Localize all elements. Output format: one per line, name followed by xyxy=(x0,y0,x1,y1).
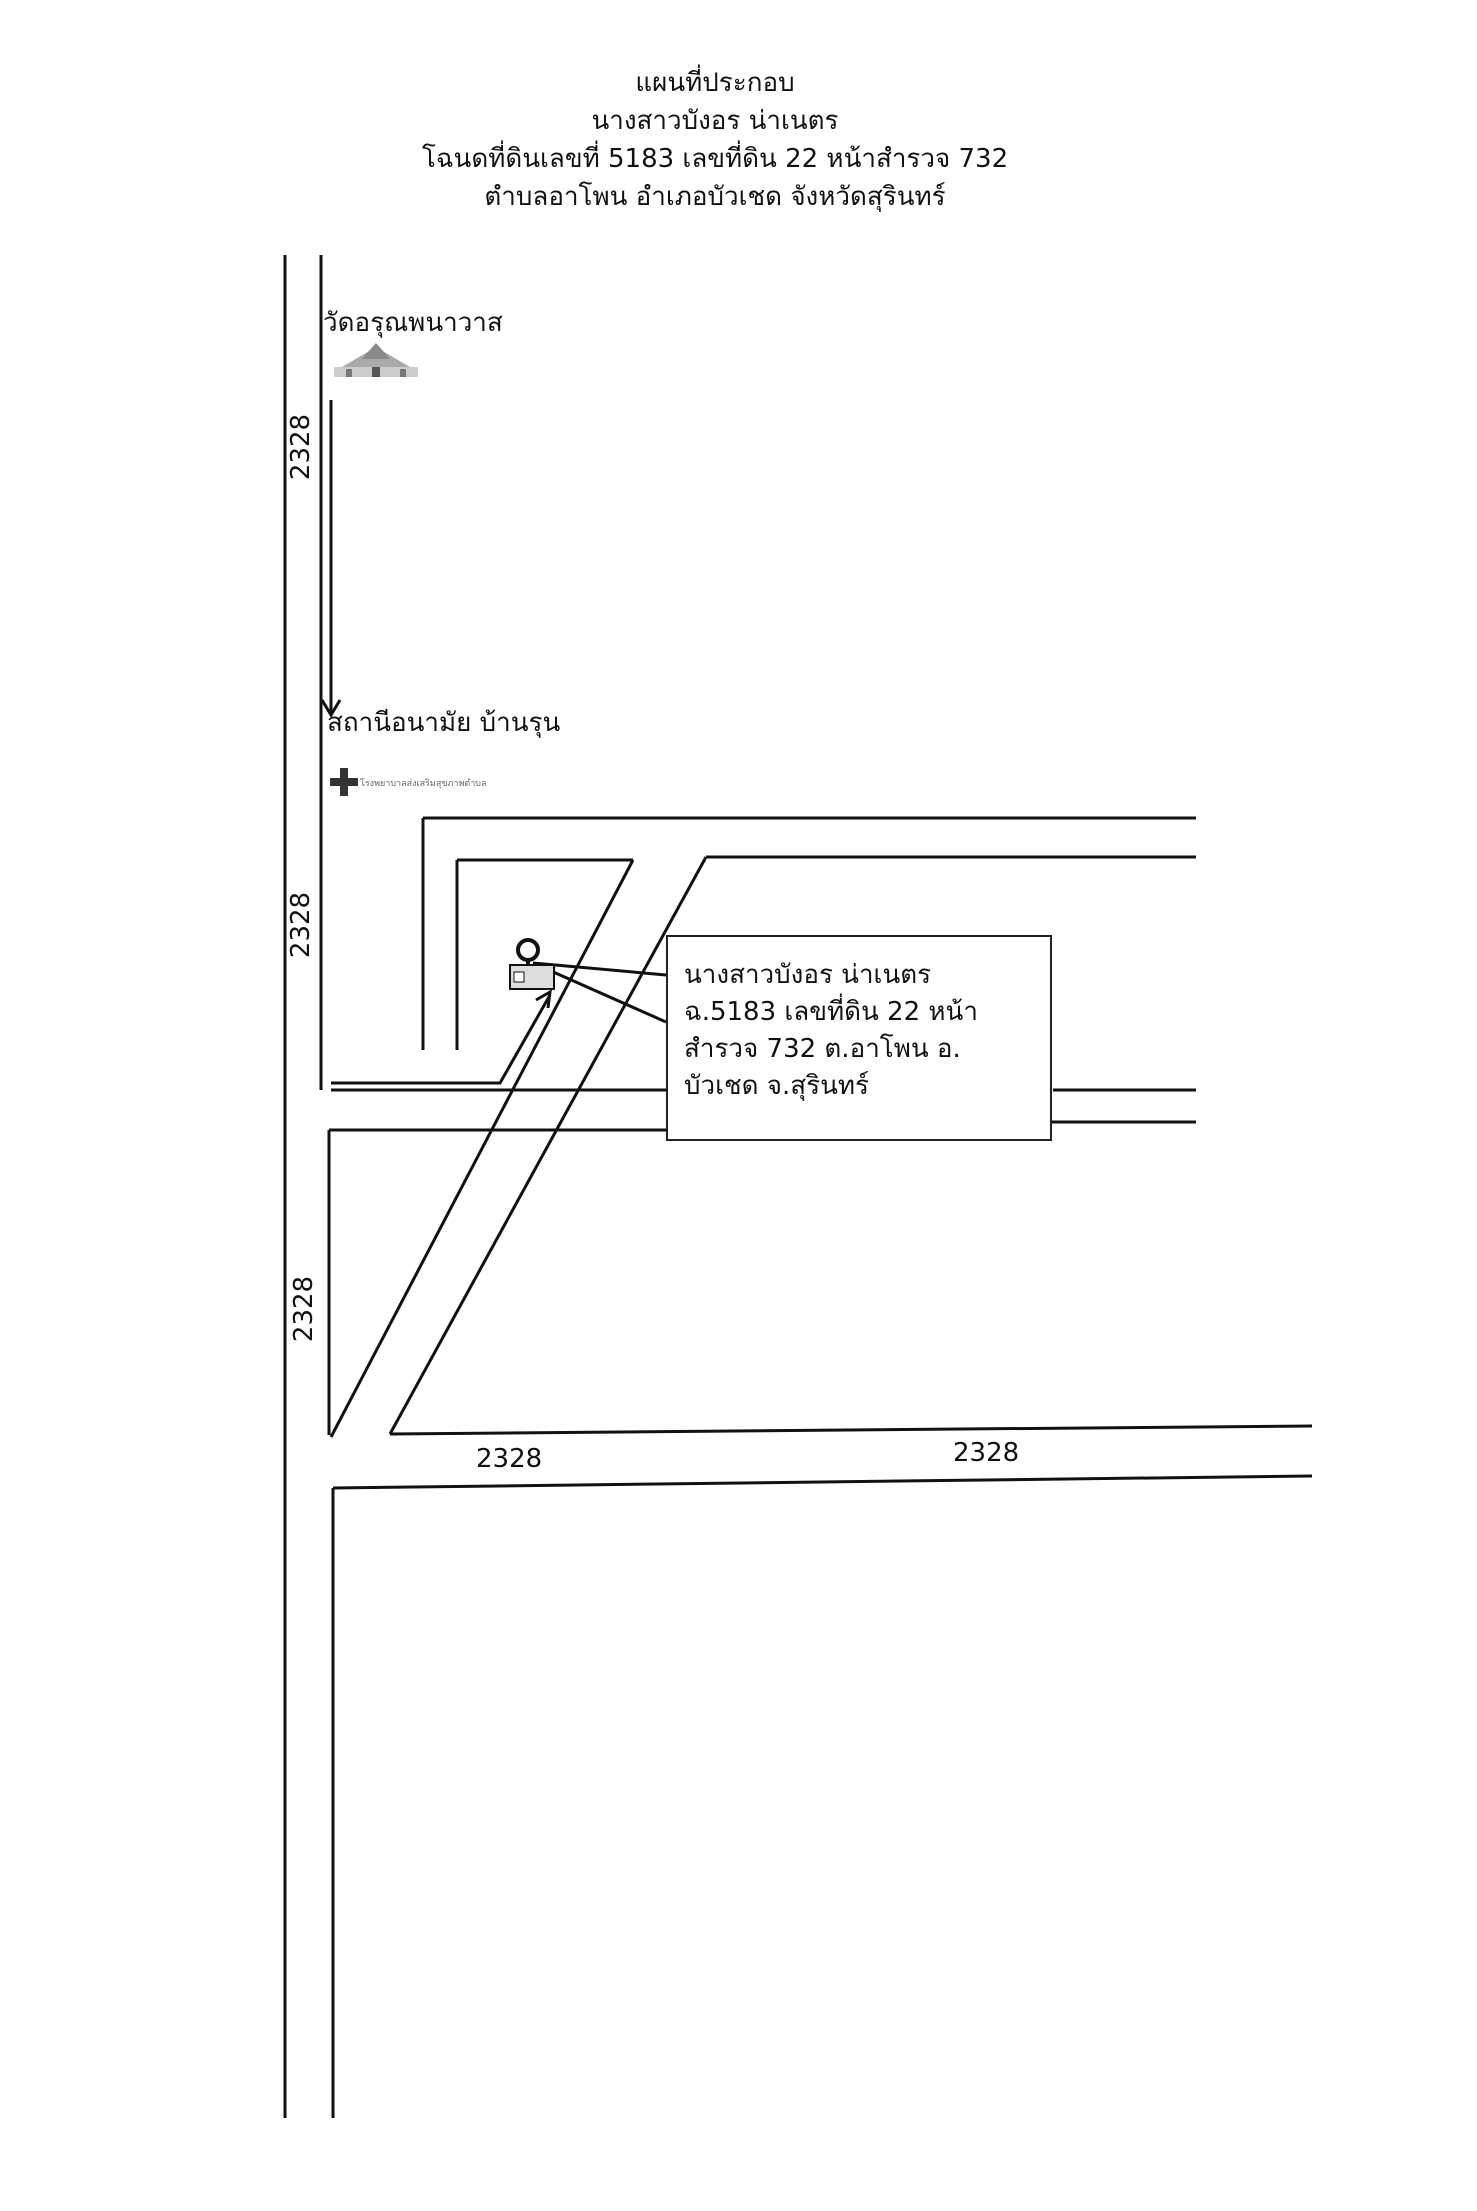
lower-road-bottom-edge xyxy=(332,1474,1313,1490)
health-station-label: สถานีอนามัย บ้านรุน xyxy=(327,708,561,738)
callout-line-3: สำรวจ 732 ต.อาโพน อ. xyxy=(684,1034,961,1064)
title-line-2: นางสาวบังอร น่าเนตร xyxy=(591,106,839,136)
title-line-1: แผนที่ประกอบ xyxy=(635,68,795,98)
lower-road-top-edge xyxy=(389,1424,1313,1436)
diagonal-road-right-edge xyxy=(388,856,708,1435)
temple-path-arrow xyxy=(320,699,342,718)
leader-line-2 xyxy=(532,961,667,1024)
access-path xyxy=(331,994,552,1085)
health-station-icon: โรงพยาบาลส่งเสริมสุขภาพตำบล xyxy=(330,768,487,800)
leader-line-1 xyxy=(532,961,667,977)
temple-label: วัดอรุณพนาวาส xyxy=(323,308,503,338)
road-label-horizontal-1: 2328 xyxy=(476,1444,543,1474)
access-path-arrow xyxy=(535,989,552,1009)
title-line-3: โฉนดที่ดินเลขที่ 5183 เลขที่ดิน 22 หน้าส… xyxy=(421,144,1009,174)
diagonal-road-left-edge xyxy=(329,859,635,1438)
road-label-horizontal-2: 2328 xyxy=(953,1438,1020,1468)
road-label-vertical-1: 2328 xyxy=(286,413,317,481)
parcel-house-icon xyxy=(509,964,555,990)
road-label-vertical-2: 2328 xyxy=(286,891,317,959)
title-line-4: ตำบลอาโพน อำเภอบัวเชด จังหวัดสุรินทร์ xyxy=(484,182,946,212)
health-station-sign-text: โรงพยาบาลส่งเสริมสุขภาพตำบล xyxy=(360,779,487,789)
map-title: แผนที่ประกอบ นางสาวบังอร น่าเนตร โฉนดที่… xyxy=(0,64,1430,216)
callout-line-4: บัวเชด จ.สุรินทร์ xyxy=(684,1071,869,1101)
temple-icon xyxy=(334,343,418,377)
callout-line-2: ฉ.5183 เลขที่ดิน 22 หน้า xyxy=(684,997,978,1027)
parcel-callout: นางสาวบังอร น่าเนตร ฉ.5183 เลขที่ดิน 22 … xyxy=(666,935,1052,1141)
road-label-vertical-3: 2328 xyxy=(289,1275,320,1343)
callout-line-1: นางสาวบังอร น่าเนตร xyxy=(684,960,932,990)
